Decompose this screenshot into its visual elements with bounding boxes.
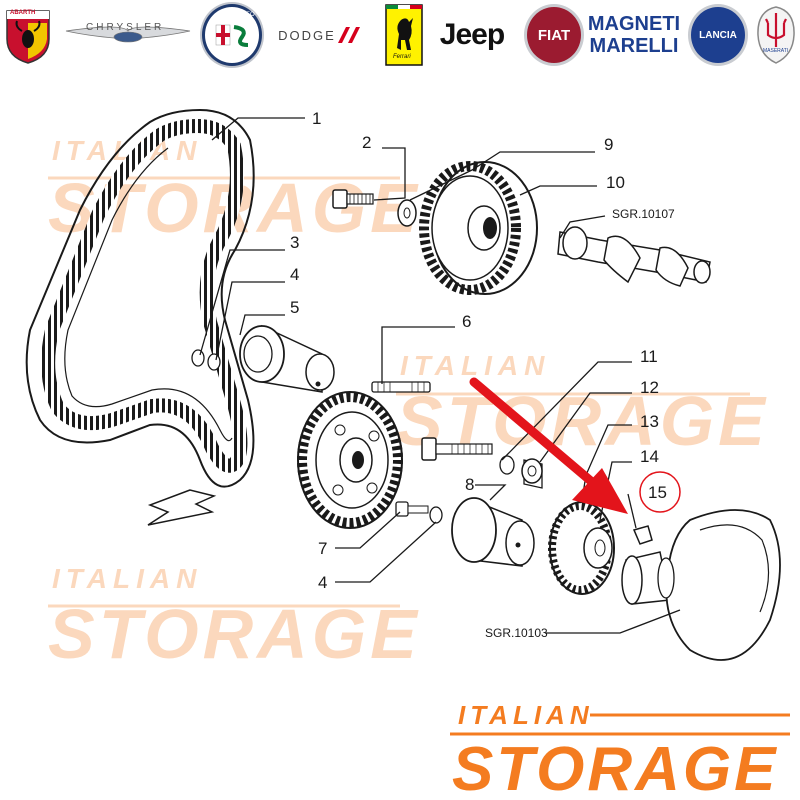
camshaft-gear-bolt xyxy=(332,189,374,209)
callout-6: 6 xyxy=(462,312,471,331)
idler-pulley xyxy=(451,497,535,567)
chrysler-wings-icon xyxy=(65,26,191,43)
callout-4-lower: 4 xyxy=(318,573,327,592)
watermark-storage: STORAGE xyxy=(48,595,421,673)
alfa-romeo-cross-serpent-icon xyxy=(215,24,249,47)
chrysler-logo: CHRYSLER xyxy=(62,4,194,66)
jeep-wordmark-icon: Jeep xyxy=(439,18,505,51)
callout-14: 14 xyxy=(640,447,659,466)
watermark-group-2: ITALIAN STORAGE xyxy=(396,350,765,460)
maserati-logo: MASERATI xyxy=(754,4,798,66)
washer-part-4-lower xyxy=(429,506,443,524)
timing-belt-exploded-diagram: ITALIAN STORAGE ITALIAN STORAGE ITALIAN … xyxy=(25,108,790,800)
maserati-wordmark: MASERATI xyxy=(763,48,789,54)
dodge-wordmark: DODGE xyxy=(278,27,336,43)
callout-10: 10 xyxy=(606,173,625,192)
camshaft-gear xyxy=(419,161,538,295)
jeep-logo: Jeep xyxy=(428,4,516,66)
callout-1: 1 xyxy=(312,109,321,128)
camshaft-reference-part xyxy=(557,226,711,287)
dodge-stripes-icon xyxy=(337,27,360,43)
footer-logo-italian: ITALIAN xyxy=(458,700,594,730)
magneti-wordmark: MAGNETI xyxy=(587,13,681,35)
callout-11: 11 xyxy=(640,347,658,366)
washer-part-3 xyxy=(191,349,205,367)
watermark-group-3: ITALIAN STORAGE xyxy=(48,563,421,673)
idler-bolt-part-11 xyxy=(421,437,493,461)
woodruff-key-part-15 xyxy=(632,525,653,545)
callout-numbers: 1 2 3 4 5 6 7 4 8 9 10 11 12 13 14 15 xyxy=(290,109,667,592)
bolt-part-7 xyxy=(395,501,429,517)
maserati-trident-icon xyxy=(757,6,795,64)
rotation-direction-arrow xyxy=(147,489,217,526)
callout-3: 3 xyxy=(290,233,299,252)
alfa-romeo-logo: ALFA ROMEO xyxy=(202,4,262,66)
ferrari-logo: Ferrari xyxy=(384,4,424,66)
callout-15: 15 xyxy=(648,483,667,502)
callout-5: 5 xyxy=(290,298,299,317)
highlight-circle-15 xyxy=(639,471,681,513)
callout-9: 9 xyxy=(604,135,613,154)
callout-2: 2 xyxy=(362,133,371,152)
watermark-italian: ITALIAN xyxy=(52,563,202,594)
callout-4: 4 xyxy=(290,265,299,284)
dodge-logo: DODGE xyxy=(270,4,370,66)
lancia-logo: LANCIA xyxy=(688,4,748,66)
spacer-part-13 xyxy=(521,458,543,489)
abarth-scorpion-shield-icon xyxy=(6,10,50,64)
footer-logo: ITALIAN STORAGE xyxy=(450,700,790,800)
crankshaft-reference-part xyxy=(621,509,781,661)
callout-13: 13 xyxy=(640,412,659,431)
stud-part-6 xyxy=(371,381,431,393)
callout-7: 7 xyxy=(318,539,327,558)
magneti-marelli-logo: MAGNETI MARELLI xyxy=(588,4,680,66)
reference-labels: SGR.10107 SGR.10103 xyxy=(485,207,675,640)
highlight-arrow xyxy=(469,377,628,514)
lancia-badge-icon: LANCIA xyxy=(688,4,748,66)
watermark-italian: ITALIAN xyxy=(400,350,550,381)
abarth-logo: ABARTH xyxy=(2,4,54,66)
fiat-badge-icon: FIAT xyxy=(524,4,584,66)
tensioner-pulley xyxy=(239,324,335,393)
fiat-logo: FIAT xyxy=(524,4,584,66)
auxiliary-drive-gear xyxy=(297,391,403,529)
abarth-wordmark: ABARTH xyxy=(10,10,36,16)
callout-12: 12 xyxy=(640,378,659,397)
crankshaft-sprocket xyxy=(548,501,615,595)
lancia-wordmark: LANCIA xyxy=(699,29,737,41)
chrysler-wordmark: CHRYSLER xyxy=(86,22,165,33)
alfa-romeo-badge-icon xyxy=(202,4,262,66)
callout-8: 8 xyxy=(465,475,474,494)
washer-part-12 xyxy=(499,455,515,475)
camshaft-reference-label: SGR.10107 xyxy=(612,207,675,221)
washer-part-4 xyxy=(207,353,221,371)
marelli-wordmark: MARELLI xyxy=(589,35,679,57)
timing-belt xyxy=(25,108,255,526)
alfa-romeo-wordmark: ALFA ROMEO xyxy=(216,12,255,18)
fiat-wordmark: FIAT xyxy=(537,26,571,44)
ferrari-wordmark: Ferrari xyxy=(393,54,411,60)
footer-logo-storage: STORAGE xyxy=(452,735,778,800)
ferrari-prancing-horse-icon xyxy=(385,4,423,66)
brand-logo-bar: ABARTH CHRYSLER ALFA ROMEO DODGE xyxy=(0,0,800,72)
crankshaft-reference-label: SGR.10103 xyxy=(485,626,548,640)
